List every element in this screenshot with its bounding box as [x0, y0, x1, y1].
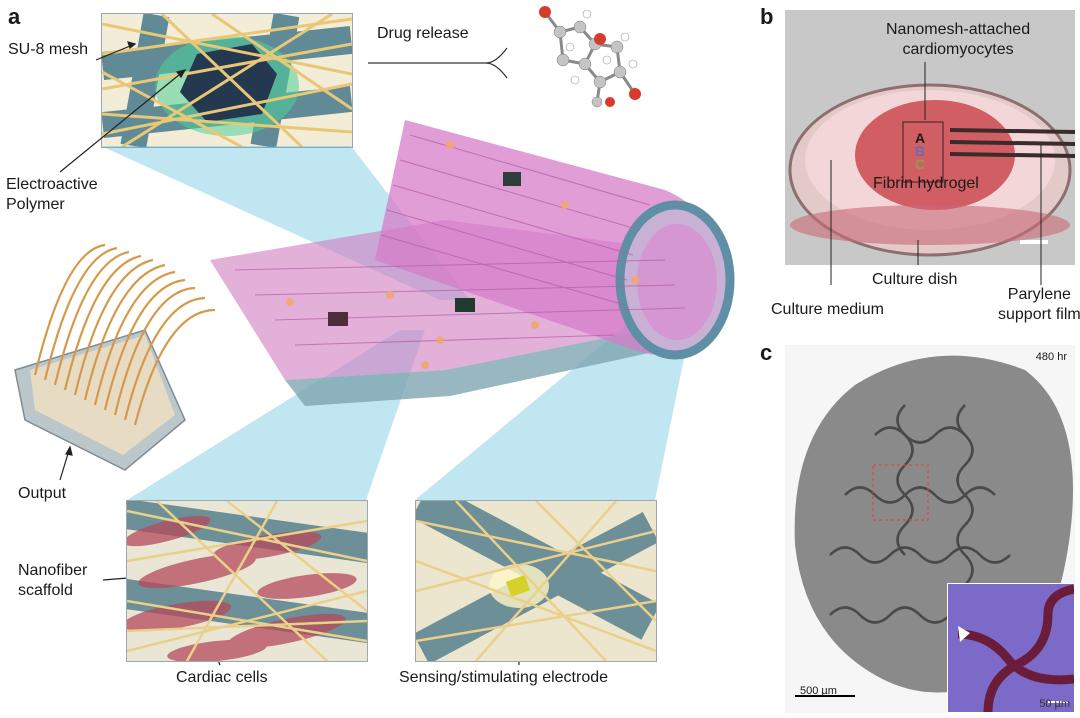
culture-medium-label: Culture medium	[771, 301, 884, 318]
culture-dish-label: Culture dish	[872, 271, 958, 288]
inset-illustration	[957, 584, 1074, 712]
rolled-scaffold-illustration	[210, 120, 735, 406]
nanomesh-label: Nanomesh-attached cardiomyocytes	[886, 21, 1031, 58]
inset-micrograph: 50 µm	[947, 583, 1075, 713]
panel-a-letter: a	[8, 4, 21, 29]
cardiac-cells-label: Cardiac cells	[176, 669, 268, 686]
culture-dish-photo: A B C	[785, 10, 1075, 265]
sensing-electrode-label: Sensing/stimulating electrode	[399, 669, 609, 686]
fibrin-hydrogel-label: Fibrin hydrogel	[873, 175, 979, 192]
electrode-a-label: A	[915, 130, 926, 146]
panel-c-letter: c	[760, 340, 773, 365]
output-label: Output	[18, 485, 67, 502]
drug-release-label: Drug release	[377, 25, 469, 42]
timepoint-label: 480 hr	[1035, 351, 1067, 363]
su8-mesh-label: SU-8 mesh	[8, 41, 89, 58]
cardiac-cells-zoom	[126, 500, 368, 662]
drug-molecule-icon	[539, 6, 641, 108]
parylene-label: Parylene support film	[998, 286, 1080, 323]
inset-scale-bar-label: 50 µm	[1039, 698, 1070, 710]
nanofiber-scaffold-label: Nanofiber scaffold	[18, 562, 88, 599]
electrode-b-label: B	[915, 143, 926, 159]
output-connector-illustration	[14, 243, 216, 471]
cardiac-cells-illustration	[127, 501, 367, 661]
su8-mesh-zoom	[101, 13, 353, 148]
electroactive-polymer-label: Electroactive Polymer	[6, 176, 98, 213]
electrode-c-label: C	[915, 156, 926, 172]
drug-release-arrow	[368, 47, 508, 79]
main-scale-bar-label: 500 µm	[800, 685, 837, 697]
electrode-illustration	[416, 501, 656, 661]
culture-dish-illustration	[785, 10, 1075, 265]
tissue-micrograph: 480 hr 500 µm 50 µm	[785, 345, 1075, 713]
su8-mesh-illustration	[102, 14, 352, 147]
electrode-zoom	[415, 500, 657, 662]
panel-b-letter: b	[760, 4, 774, 29]
